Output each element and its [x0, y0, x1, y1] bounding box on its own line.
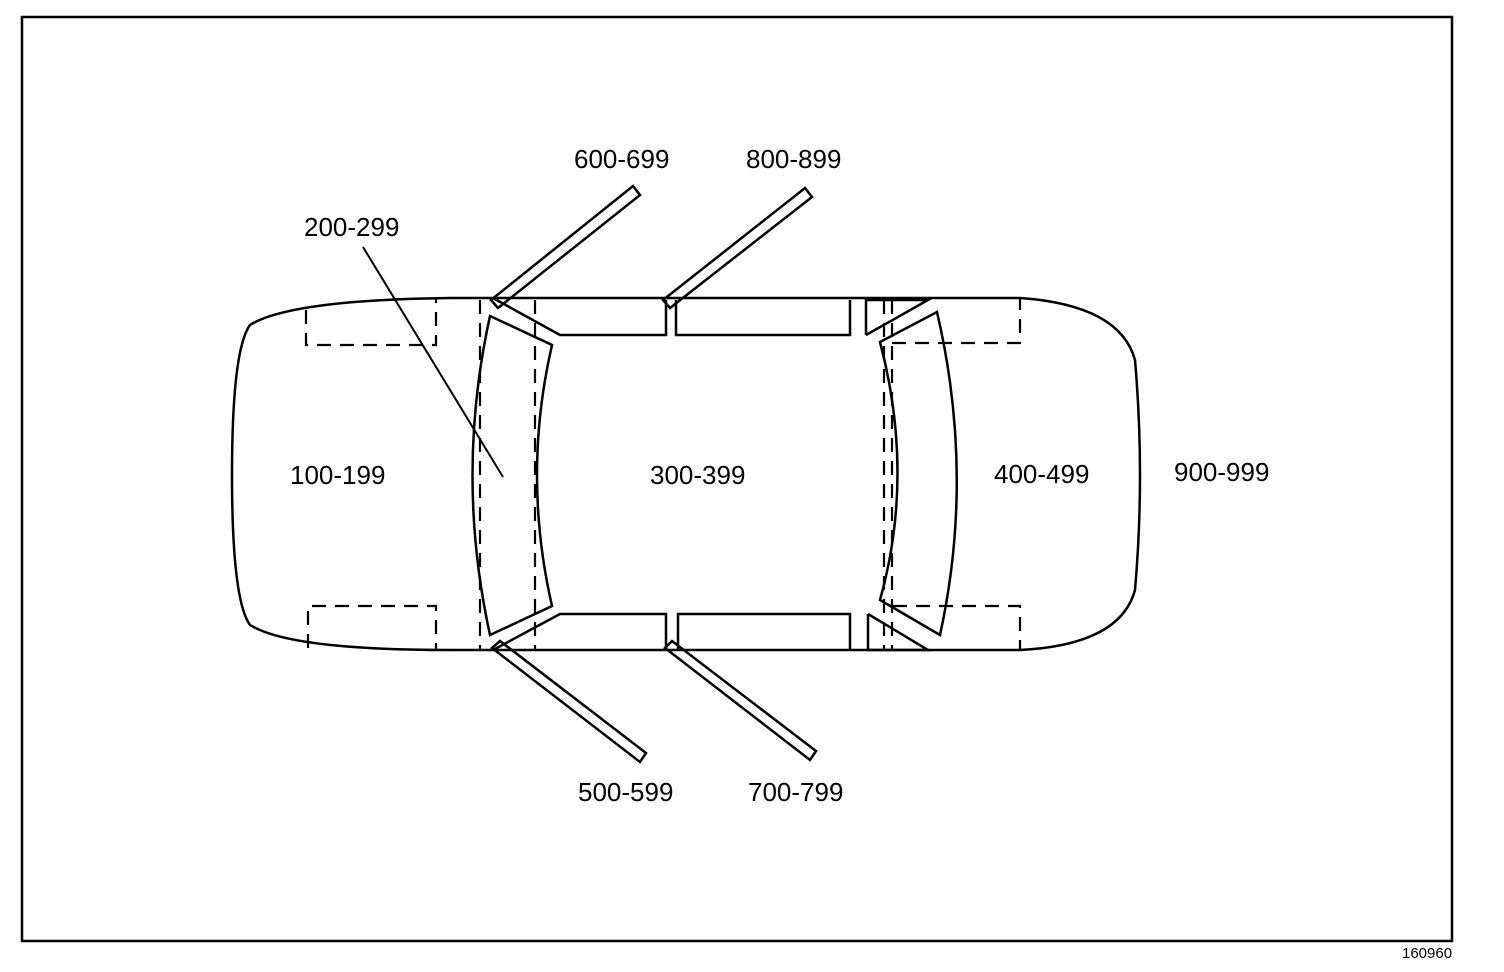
front-compartment-dashed — [304, 299, 537, 650]
zone-label-right-rear-door: 800-899 — [746, 144, 842, 174]
zone-label-right-front-door: 600-699 — [574, 144, 670, 174]
side-windows — [492, 296, 933, 652]
figure-number: 160960 — [1402, 945, 1453, 962]
door-leader-500 — [490, 639, 648, 764]
figure-border — [20, 15, 1454, 943]
vehicle-outline — [230, 296, 1142, 652]
door-leader-700 — [663, 639, 818, 762]
zone-label-cabin: 300-399 — [650, 460, 746, 490]
windshield — [471, 314, 554, 637]
door-leader-bars — [489, 184, 818, 764]
zone-label-rear: 400-499 — [994, 459, 1090, 489]
zone-label-left-rear-door: 700-799 — [748, 777, 844, 807]
zone-label-windshield: 200-299 — [304, 212, 400, 242]
door-leader-800 — [661, 186, 814, 310]
zone-label-front: 100-199 — [290, 460, 386, 490]
windshield-leader-line — [362, 246, 504, 478]
rear-window — [878, 310, 959, 637]
door-leader-600 — [489, 184, 642, 310]
zone-label-exterior: 900-999 — [1174, 457, 1270, 487]
zone-label-left-front-door: 500-599 — [578, 777, 674, 807]
